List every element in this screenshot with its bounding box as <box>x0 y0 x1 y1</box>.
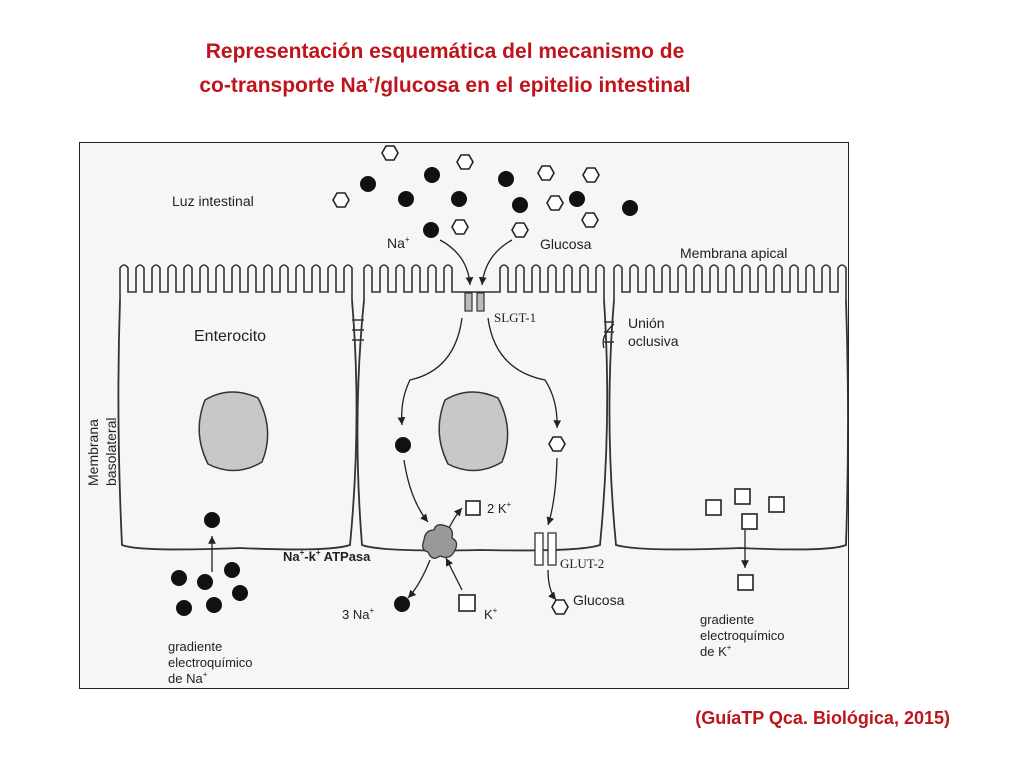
label-k-bottom: K+ <box>484 606 498 622</box>
label-grad-k-1: gradiente <box>700 612 754 627</box>
exported-glucose <box>551 599 569 615</box>
source-credit: (GuíaTP Qca. Biológica, 2015) <box>695 708 950 728</box>
label-grad-na-3: de Na+ <box>168 670 208 686</box>
tight-junction-right <box>604 321 614 343</box>
label-na-sup: + <box>405 235 410 244</box>
label-glucosa-top: Glucosa <box>540 236 592 252</box>
label-membrana-basolateral-1: Membrana <box>85 419 101 486</box>
tight-junction-left <box>352 319 364 341</box>
label-3na-text: 3 Na <box>342 607 370 622</box>
label-grad-na-1: gradiente <box>168 639 222 654</box>
title-line-1: Representación esquemática del mecanismo… <box>205 40 685 63</box>
label-atpasa-c: ATPasa <box>321 549 372 564</box>
label-3na-sup: + <box>369 606 374 615</box>
label-2k-text: 2 K <box>487 501 507 516</box>
label-enterocito: Enterocito <box>194 328 266 345</box>
microvilli-border <box>119 264 353 300</box>
label-2k: 2 K+ <box>487 500 512 516</box>
nucleus-left <box>198 391 269 472</box>
label-grad-k-2: electroquímico <box>700 628 785 643</box>
label-grad-na-3-text: de Na <box>168 671 203 686</box>
label-luz-intestinal: Luz intestinal <box>172 193 254 209</box>
enterocyte-middle <box>356 299 609 552</box>
cytosol-glucose <box>548 436 566 452</box>
microvilli-border-right <box>613 264 847 300</box>
label-slgt1: SLGT-1 <box>494 310 536 325</box>
lumen-glucose-molecules <box>332 145 600 238</box>
enterocyte-right <box>608 299 849 551</box>
label-grad-na-2: electroquímico <box>168 655 253 670</box>
potassium-squares <box>458 488 785 612</box>
label-k-bottom-text: K <box>484 607 493 622</box>
enterocyte-left <box>117 299 358 551</box>
label-grad-k-3: de K+ <box>700 643 732 659</box>
label-membrana-apical: Membrana apical <box>680 245 787 261</box>
extracellular-sodium-ions <box>171 512 410 616</box>
lumen-sodium-ions <box>360 167 638 238</box>
title-line-2-b: /glucosa en el epitelio intestinal <box>374 74 691 97</box>
diagram-title: Representación esquemática del mecanismo… <box>100 38 790 100</box>
microvilli-border-middle <box>363 264 605 300</box>
label-atpasa-sup1: + <box>300 548 305 557</box>
na-k-atpase <box>422 524 458 559</box>
label-atpasa: Na+-k+ ATPasa <box>283 548 371 564</box>
label-glut2: GLUT-2 <box>560 556 604 571</box>
label-union-2: oclusiva <box>628 333 679 349</box>
label-atpasa-a: Na <box>283 549 300 564</box>
label-atpasa-sup2: + <box>316 548 321 557</box>
sglt1-transporter <box>464 292 485 312</box>
label-na-top: Na+ <box>387 235 410 251</box>
label-grad-na-3-sup: + <box>203 670 208 679</box>
label-grad-k-3-text: de K <box>700 644 727 659</box>
glut2-transporter <box>534 532 557 566</box>
nucleus-middle <box>438 391 509 472</box>
cytosol-sodium-ion <box>395 437 411 453</box>
label-glucosa-bottom: Glucosa <box>573 592 625 608</box>
label-membrana-basolateral-2: basolateral <box>103 418 119 487</box>
label-grad-k-3-sup: + <box>727 643 732 652</box>
label-3na: 3 Na+ <box>342 606 374 622</box>
title-line-2-a: co-transporte Na <box>199 74 368 97</box>
label-union-1: Unión <box>628 315 665 331</box>
title-line-2-sup: + <box>367 73 375 87</box>
label-k-bottom-sup: + <box>493 606 498 615</box>
label-atpasa-b: -k <box>304 549 316 564</box>
label-na-text: Na <box>387 235 405 251</box>
title-line-2: co-transporte Na+/glucosa en el epitelio… <box>100 66 790 100</box>
transport-arrows <box>208 239 749 601</box>
label-2k-sup: + <box>507 500 512 509</box>
